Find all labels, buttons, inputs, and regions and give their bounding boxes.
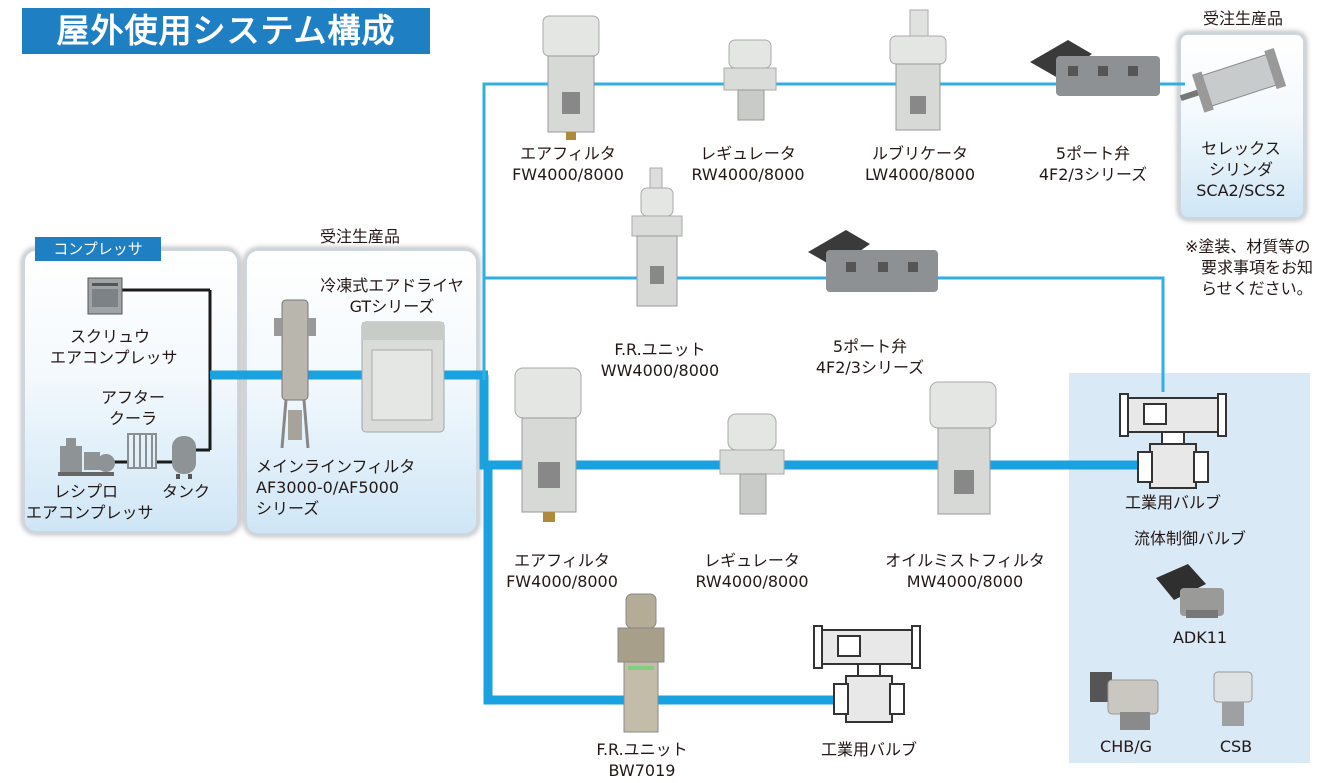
chb-g-label: CHB/G <box>1100 737 1152 756</box>
adk11-valve-icon <box>1156 564 1224 618</box>
row3-air-filter-name: エアフィルタ <box>514 551 610 570</box>
row1-regulator-model: RW4000/8000 <box>691 165 805 184</box>
row1-air-filter-name: エアフィルタ <box>520 144 616 163</box>
row3-air-filter-model: FW4000/8000 <box>506 572 618 591</box>
row2-valve-model: 4F2/3シリーズ <box>815 358 925 377</box>
lubricator-icon <box>889 9 947 131</box>
row1-lubricator-model: LW4000/8000 <box>864 165 976 184</box>
after-cooler-label-1: アフター <box>100 388 165 407</box>
reciprocating-label-1: レシプロ <box>53 482 118 501</box>
screw-compressor-icon <box>87 277 123 315</box>
screw-compressor-label-2: エアコンプレッサ <box>50 348 178 367</box>
page-title: 屋外使用システム構成 <box>22 8 430 54</box>
csb-label: CSB <box>1219 737 1253 756</box>
tank-icon <box>172 436 196 479</box>
row1-valve-name: 5ポート弁 <box>1055 144 1131 163</box>
compressor-panel <box>22 248 240 534</box>
row4-fr-unit-name: F.R.ユニット <box>596 740 688 759</box>
row3-mist-filter-model: MW4000/8000 <box>906 572 1024 591</box>
mainline-filter-model: AF3000-0/AF5000 <box>256 478 400 497</box>
row1-lubricator-name: ルブリケータ <box>871 144 968 163</box>
air-filter-icon-2 <box>514 367 582 522</box>
regulator-icon-2 <box>719 413 785 515</box>
five-port-valve-icon-1 <box>1030 40 1160 96</box>
five-port-valve-icon-2 <box>808 230 938 292</box>
fr-unit-icon-1 <box>631 167 683 307</box>
fluid-valve-label: 流体制御バルブ <box>1133 529 1246 548</box>
adk11-label: ADK11 <box>1172 628 1228 647</box>
reciprocating-compressor-icon <box>58 438 115 476</box>
row2-fr-unit-name: F.R.ユニット <box>614 340 706 359</box>
row2-valve-name: 5ポート弁 <box>832 337 908 356</box>
reciprocating-label-2: エアコンプレッサ <box>26 503 154 522</box>
row1-air-filter-model: FW4000/8000 <box>512 165 624 184</box>
note-line-1: ※塗装、材質等の <box>1185 237 1311 256</box>
dryer-name: 冷凍式エアドライヤ <box>320 276 464 295</box>
after-cooler-label-2: クーラ <box>108 409 157 428</box>
cylinder-icon <box>1179 48 1287 113</box>
made-to-order-label: 受注生産品 <box>319 227 400 246</box>
csb-valve-icon <box>1213 671 1253 726</box>
screw-compressor-label-1: スクリュウ <box>69 327 150 346</box>
cylinder-name-2: シリンダ <box>1208 160 1273 179</box>
made-to-order-label-2: 受注生産品 <box>1202 9 1283 28</box>
dryer-icon <box>361 321 445 433</box>
compressor-tag: コンプレッサ <box>35 237 161 261</box>
mainline-filter-name: メインラインフィルタ <box>256 457 416 476</box>
cylinder-model: SCA2/SCS2 <box>1196 181 1286 200</box>
row4-industrial-valve-label: 工業用バルブ <box>820 740 917 759</box>
cylinder-name-1: セレックス <box>1201 139 1281 158</box>
row3-regulator-name: レギュレータ <box>704 551 800 570</box>
row4-fr-unit-model: BW7019 <box>608 761 676 780</box>
row1-regulator-name: レギュレータ <box>700 144 796 163</box>
right-industrial-valve-label: 工業用バルブ <box>1124 493 1221 512</box>
fr-unit-icon-2 <box>617 593 665 733</box>
row3-mist-filter-name: オイルミストフィルタ <box>885 551 1045 570</box>
industrial-valve-icon-1 <box>813 625 921 723</box>
note-line-2: 要求事項をお知 <box>1201 258 1314 277</box>
air-filter-icon-1 <box>542 15 600 140</box>
note-line-3: らせください。 <box>1201 279 1313 298</box>
industrial-valve-icon-2 <box>1119 393 1227 489</box>
dryer-series: GTシリーズ <box>349 297 435 316</box>
after-cooler-icon <box>127 433 157 469</box>
regulator-icon-1 <box>723 39 777 121</box>
mist-filter-icon <box>929 381 997 515</box>
tank-label: タンク <box>161 482 210 501</box>
main-line-filter-icon <box>274 299 316 449</box>
row1-valve-model: 4F2/3シリーズ <box>1038 165 1148 184</box>
row2-fr-unit-model: WW4000/8000 <box>600 361 720 380</box>
mainline-filter-suffix: シリーズ <box>256 499 320 518</box>
row3-regulator-model: RW4000/8000 <box>695 572 809 591</box>
chb-g-valve-icon <box>1090 672 1159 730</box>
